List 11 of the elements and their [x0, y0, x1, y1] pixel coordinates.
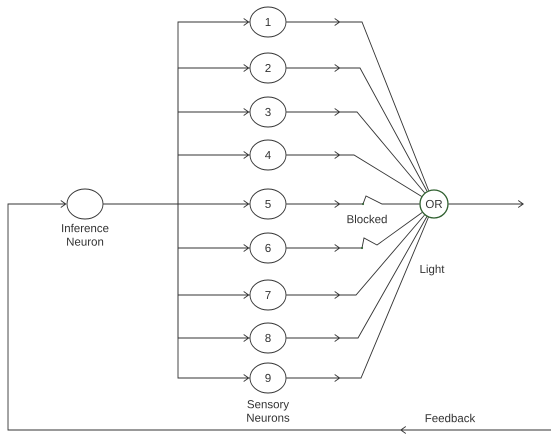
arrow	[448, 200, 524, 208]
arrow	[103, 204, 250, 382]
text-label: Blocked	[347, 214, 387, 224]
arrow	[286, 195, 420, 208]
edge-label: Feedback	[426, 414, 476, 422]
arrow	[286, 212, 423, 252]
neuron-ellipse	[66, 188, 104, 220]
arrow	[8, 200, 551, 434]
text-label: Sensory Neurons	[247, 400, 290, 422]
node-caption: Inference Neuron	[62, 224, 108, 246]
text-label: Light	[420, 264, 444, 276]
